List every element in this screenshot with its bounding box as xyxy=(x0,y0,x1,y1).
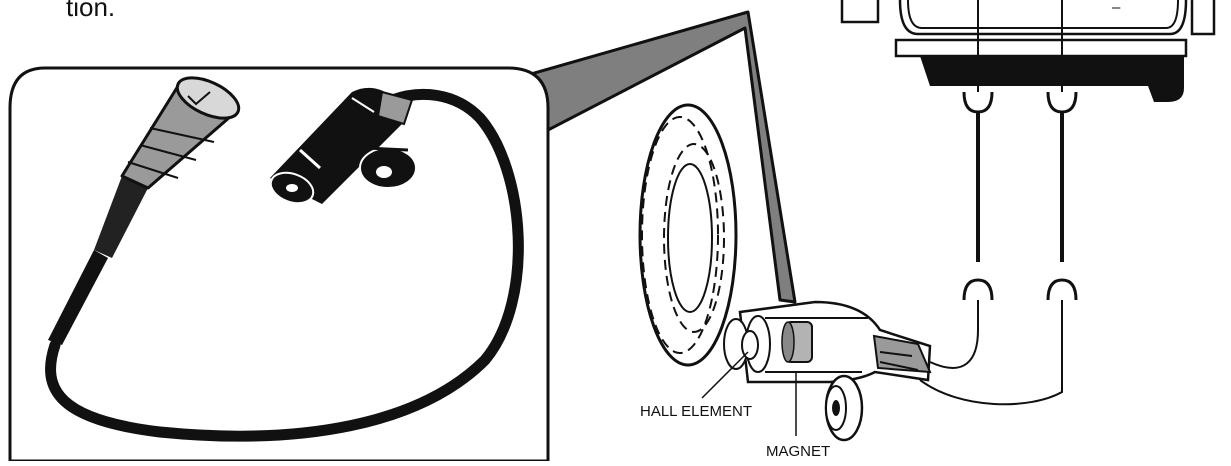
sensor-head xyxy=(269,87,417,205)
inset-panel xyxy=(8,66,550,463)
module-hook-2 xyxy=(1046,91,1078,114)
control-module xyxy=(840,0,1216,102)
sensor-cutaway xyxy=(723,300,932,442)
wire-1-hook xyxy=(962,278,994,301)
wire-2-hook xyxy=(1046,278,1078,301)
hall-element-leader xyxy=(701,351,749,399)
module-hook-1 xyxy=(962,91,994,114)
sensor-wire-1 xyxy=(929,300,979,369)
terminal-minus-label: – xyxy=(1112,0,1121,16)
sensor-cable xyxy=(45,88,524,442)
caption-fragment: tion. xyxy=(66,0,116,22)
sensor-wire-2 xyxy=(919,300,1063,406)
tone-ring xyxy=(638,103,738,367)
hall-element-label: HALL ELEMENT xyxy=(640,403,752,420)
cable-connector xyxy=(48,76,241,345)
magnet-label: MAGNET xyxy=(766,443,830,460)
